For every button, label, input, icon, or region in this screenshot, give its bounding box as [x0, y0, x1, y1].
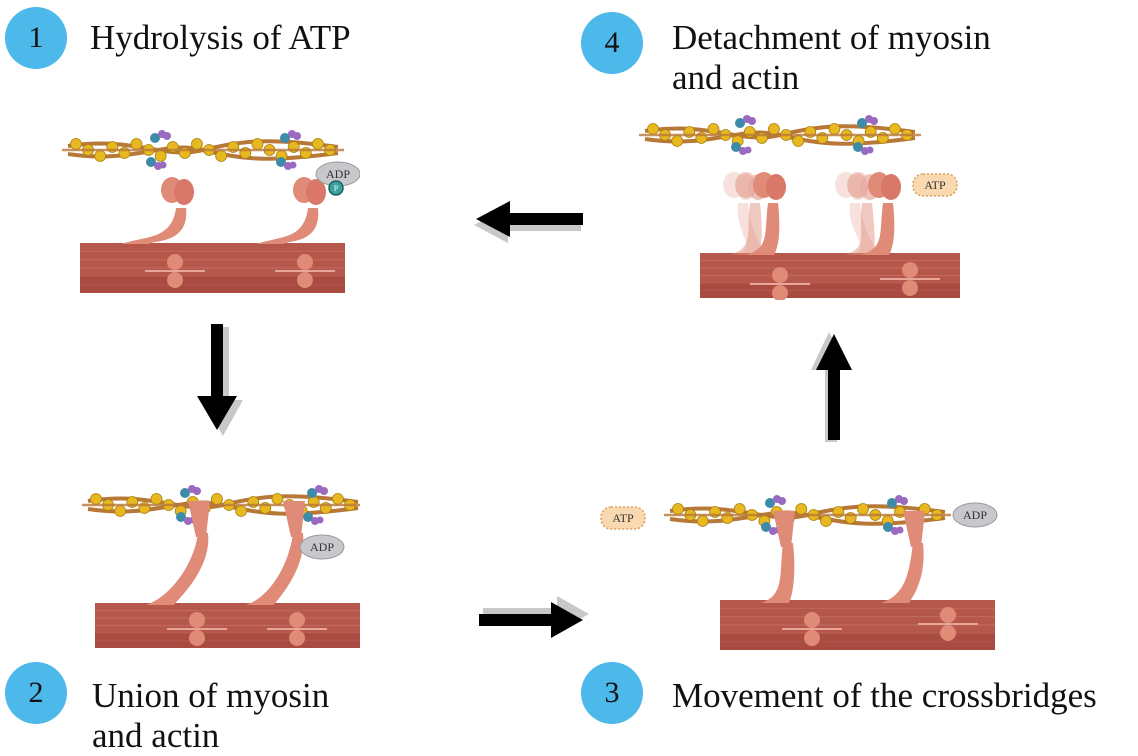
myosin-hinge: [189, 630, 205, 646]
svg-text:ADP: ADP: [326, 167, 350, 181]
troponin-complex: [276, 130, 301, 170]
atp-molecule: ATP: [600, 506, 646, 530]
actin-bead: [857, 503, 869, 515]
actin-bead: [312, 138, 324, 150]
actin-bead: [154, 150, 167, 162]
actin-bead: [792, 135, 805, 147]
myosin-hinge: [940, 607, 956, 623]
adp-molecule: ADP: [315, 161, 360, 187]
svg-text:ADP: ADP: [963, 508, 987, 522]
svg-text:ATP: ATP: [924, 178, 946, 192]
myosin-head: [835, 172, 880, 255]
actin-bead: [94, 150, 107, 162]
myosin-head: [723, 172, 765, 255]
myosin-hinge: [297, 254, 313, 270]
actin-bead: [271, 493, 284, 505]
arrow-down-icon: [197, 324, 243, 436]
myosin-head: [121, 177, 194, 244]
troponin-complex: [146, 130, 171, 170]
adp-molecule: ADP: [952, 502, 998, 528]
svg-text:ATP: ATP: [612, 511, 634, 525]
myosin-hinge: [167, 272, 183, 288]
step-2-illustration: ADP: [82, 485, 360, 648]
actin-bead: [672, 503, 684, 515]
actin-bead: [114, 505, 127, 517]
troponin-complex: [731, 115, 756, 155]
actin-bead: [828, 123, 841, 135]
actin-bead: [671, 135, 684, 147]
step-number: 3: [604, 676, 620, 709]
myosin-head: [761, 511, 795, 603]
actin-bead: [733, 503, 746, 515]
myosin-hinge: [297, 272, 313, 288]
myosin-head: [246, 501, 305, 605]
arrow-up-icon: [811, 332, 852, 442]
actin-bead: [191, 138, 203, 150]
step-number: 2: [28, 676, 44, 709]
myosin-hinge: [902, 262, 918, 278]
actin-filament: [62, 138, 344, 162]
actin-filament: [639, 123, 921, 147]
myosin-hinge: [804, 630, 820, 646]
actin-bead: [90, 493, 102, 505]
actin-bead: [251, 138, 264, 150]
step-3-illustration: ATP ADP: [600, 495, 998, 650]
myosin-hinge: [772, 267, 788, 283]
actin-bead: [332, 493, 344, 505]
myosin-head: [861, 172, 901, 255]
myosin-head: [881, 511, 925, 603]
atp-molecule: ATP: [912, 173, 958, 197]
step-1-label: Hydrolysis of ATP: [90, 18, 351, 57]
myosin-hinge: [902, 280, 918, 296]
step-4-illustration: ATP: [639, 115, 960, 300]
actin-bead: [235, 505, 248, 517]
step-3-label: Movement of the crossbridges: [672, 676, 1097, 715]
svg-text:P: P: [334, 184, 339, 193]
actin-bead: [150, 493, 163, 505]
myosin-head: [746, 172, 786, 255]
actin-bead: [130, 138, 143, 150]
actin-bead: [820, 515, 832, 527]
myosin-hinge: [804, 612, 820, 628]
actin-filament: [82, 493, 360, 517]
myosin-hinge: [167, 254, 183, 270]
myosin-head: [146, 501, 210, 605]
phosphate-molecule: P: [328, 180, 344, 196]
myosin-hinge: [289, 612, 305, 628]
thick-filament: [95, 603, 360, 648]
step-number: 4: [604, 26, 620, 59]
troponin-complex: [853, 115, 878, 155]
myosin-hinge: [772, 285, 788, 300]
step-1-badge: 1: [5, 7, 67, 69]
myosin-head: [256, 177, 326, 244]
troponin-complex: [303, 485, 328, 525]
arrow-left-icon: [474, 201, 583, 243]
myosin-hinge: [289, 630, 305, 646]
step-2-badge: 2: [5, 662, 67, 724]
step-number: 1: [28, 21, 44, 54]
troponin-complex: [883, 495, 908, 535]
actin-bead: [707, 123, 720, 135]
svg-text:ADP: ADP: [310, 540, 334, 554]
actin-bead: [647, 123, 659, 135]
actin-bead: [696, 515, 709, 527]
actin-bead: [211, 493, 223, 505]
step-2-label: Union of myosin and actin: [92, 676, 330, 755]
step-4-label: Detachment of myosin and actin: [672, 18, 991, 97]
actin-bead: [215, 150, 228, 162]
step-3-badge: 3: [581, 662, 643, 724]
step-4-badge: 4: [581, 12, 643, 74]
myosin-hinge: [940, 625, 956, 641]
arrow-right-icon: [479, 596, 589, 638]
actin-bead: [795, 503, 808, 515]
actin-bead: [768, 123, 780, 135]
step-1-illustration: ADP P: [62, 130, 360, 293]
actin-bead: [889, 123, 901, 135]
adp-molecule: ADP: [299, 534, 345, 560]
thick-filament: [700, 253, 960, 298]
actin-bead: [70, 138, 82, 150]
myosin-hinge: [189, 612, 205, 628]
